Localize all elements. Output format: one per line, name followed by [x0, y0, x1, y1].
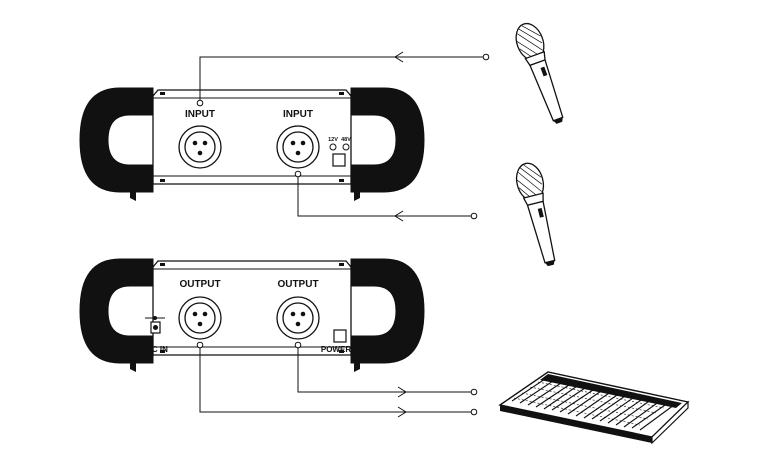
cable-output-1-to-console — [196, 341, 478, 418]
phantom-12v-led — [329, 143, 337, 151]
output-1-label: OUTPUT — [179, 279, 220, 290]
arrow-icon — [397, 406, 407, 418]
phantom-48v-led — [342, 143, 350, 151]
xlr-jack-icon — [276, 296, 320, 340]
xlr-jack-icon — [276, 125, 320, 169]
arrow-icon — [394, 51, 404, 63]
microphone-icon — [512, 159, 565, 270]
output-unit-left-handle — [79, 258, 154, 364]
input-unit: INPUT INPUT 12V 48V — [79, 87, 425, 201]
phantom-switch[interactable] — [332, 153, 346, 167]
input-1-label: INPUT — [185, 109, 215, 120]
output-2-label: OUTPUT — [277, 279, 318, 290]
dc-in-label: DC IN — [146, 345, 168, 354]
cable-mic-2-to-input-2 — [294, 170, 478, 222]
output-unit: DC IN OUTPUT OUTPUT POWER — [79, 258, 425, 372]
dc-jack-icon — [145, 316, 165, 334]
cable-output-2-to-console — [294, 341, 478, 398]
input-unit-right-handle — [350, 87, 425, 193]
arrow-icon — [394, 210, 404, 222]
cable-mic-1-to-input-1 — [196, 51, 490, 107]
phantom-12v-label: 12V — [328, 137, 338, 143]
power-switch[interactable] — [333, 329, 347, 343]
microphone-icon — [510, 19, 573, 128]
input-2-label: INPUT — [283, 109, 313, 120]
output-unit-right-handle — [350, 258, 425, 364]
arrow-icon — [397, 386, 407, 398]
mixing-console-icon — [498, 371, 690, 445]
phantom-48v-label: 48V — [341, 137, 351, 143]
power-label: POWER — [321, 345, 351, 354]
input-unit-left-handle — [79, 87, 154, 193]
xlr-jack-icon — [178, 125, 222, 169]
xlr-jack-icon — [178, 296, 222, 340]
